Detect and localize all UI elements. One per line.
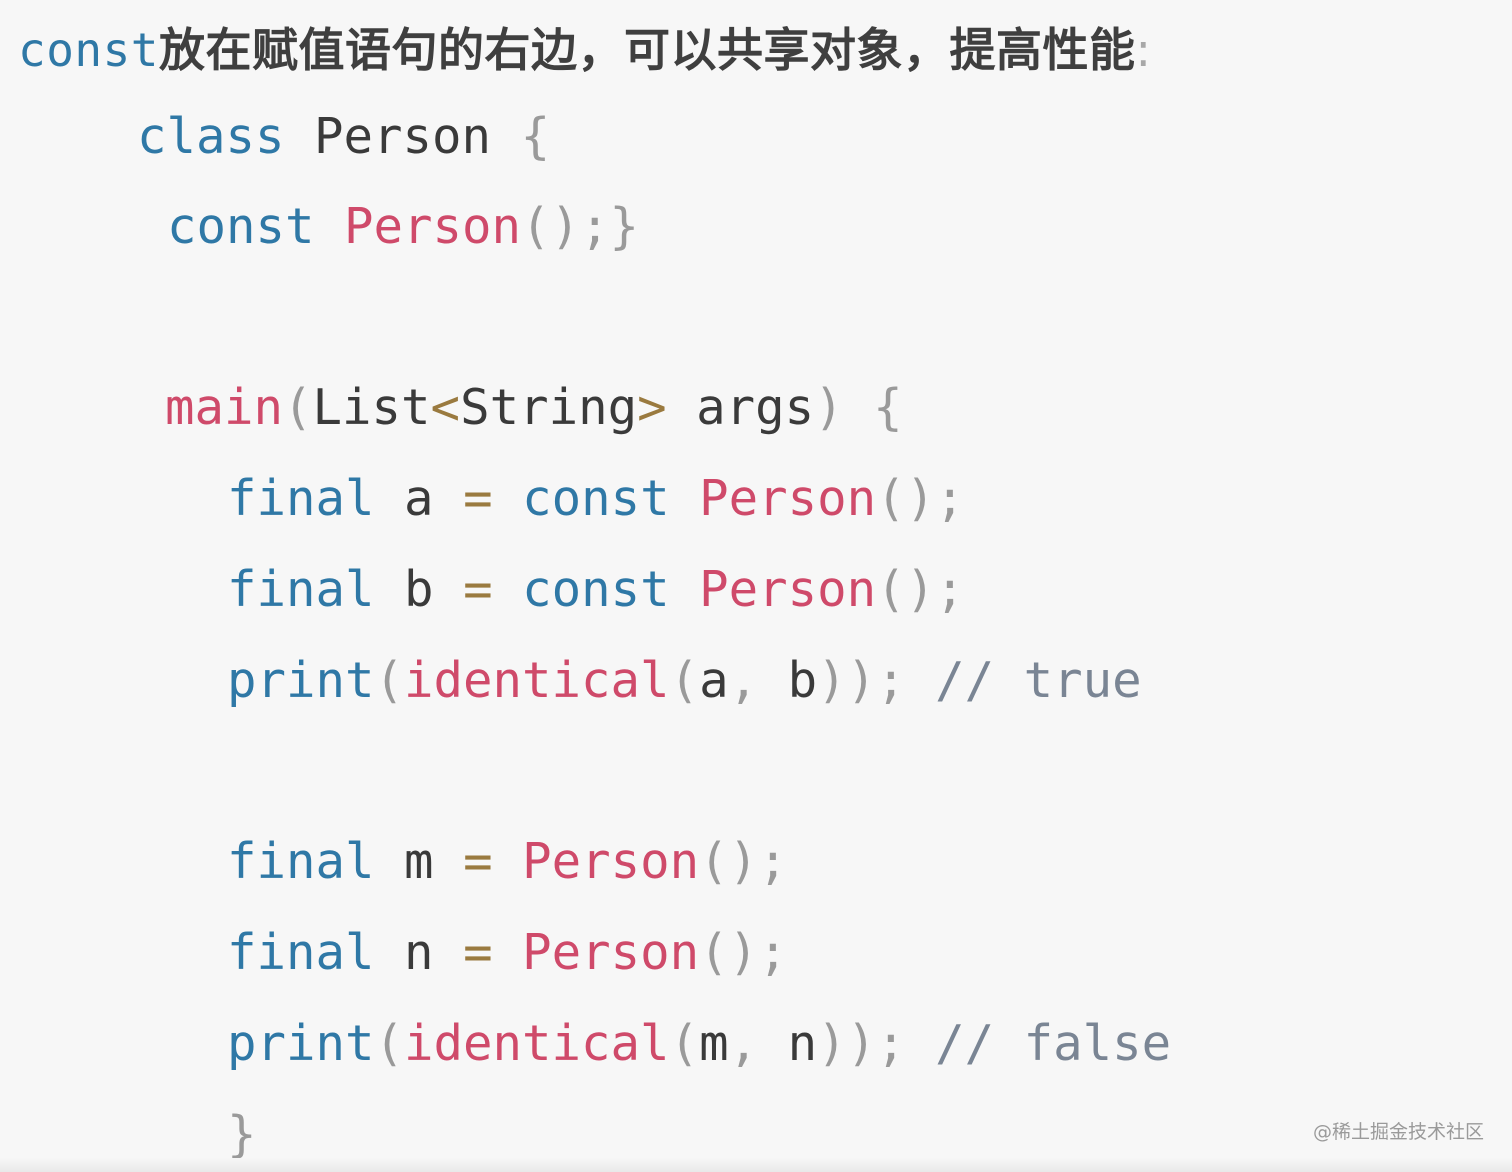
code-token: final — [227, 924, 375, 981]
code-line: class Person { — [137, 107, 550, 167]
code-token: , — [728, 652, 759, 709]
code-token: a — [699, 652, 729, 709]
code-token: args — [696, 379, 815, 436]
code-token: (); — [876, 561, 965, 618]
code-token: main — [165, 379, 284, 436]
code-line: const Person();} — [167, 197, 639, 257]
code-token: a — [404, 470, 434, 527]
code-token: m — [699, 1015, 729, 1072]
code-token: List — [312, 379, 431, 436]
code-token — [375, 561, 405, 618]
code-token: { — [520, 108, 551, 165]
code-token — [667, 379, 697, 436]
code-token: final — [227, 470, 375, 527]
code-token — [434, 924, 464, 981]
code-token: ( — [669, 652, 700, 709]
code-line: main(List<String> args) { — [165, 378, 903, 438]
code-token: = — [463, 924, 493, 981]
code-token: = — [463, 470, 493, 527]
code-token: n — [787, 1015, 818, 1072]
code-token: (); — [699, 924, 788, 981]
code-token: identical — [404, 652, 670, 709]
code-token: identical — [404, 1015, 670, 1072]
code-token: m — [404, 833, 434, 890]
heading-keyword: const — [18, 23, 159, 77]
code-token: n — [404, 924, 434, 981]
code-token — [758, 1015, 788, 1072]
code-token: (); — [876, 470, 965, 527]
code-token: const — [522, 470, 670, 527]
code-line: print(identical(m, n)); // false — [227, 1014, 1171, 1074]
code-token: const — [167, 198, 315, 255]
code-token: b — [787, 652, 818, 709]
code-token: Person — [314, 108, 492, 165]
code-token — [285, 108, 315, 165]
code-token — [493, 470, 523, 527]
code-token: Person — [699, 470, 877, 527]
code-token — [758, 652, 788, 709]
code-token — [670, 561, 700, 618]
code-token: Person — [522, 924, 700, 981]
code-token: b — [404, 561, 434, 618]
code-token: final — [227, 833, 375, 890]
code-token: )); — [817, 652, 906, 709]
code-token: class — [137, 108, 285, 165]
code-token: // false — [935, 1015, 1172, 1072]
code-token — [493, 561, 523, 618]
code-token — [315, 198, 345, 255]
code-token: ) — [814, 379, 844, 436]
code-token — [375, 924, 405, 981]
code-token: ( — [374, 652, 405, 709]
code-token: < — [430, 379, 461, 436]
code-token: final — [227, 561, 375, 618]
code-token: const — [522, 561, 670, 618]
code-token — [906, 652, 936, 709]
code-token: Person — [699, 561, 877, 618]
code-line: final b = const Person(); — [227, 560, 965, 620]
code-token: = — [463, 561, 493, 618]
code-token: = — [463, 833, 493, 890]
code-token: // true — [935, 652, 1142, 709]
bottom-edge — [0, 1158, 1512, 1172]
heading-colon: : — [1135, 23, 1152, 77]
code-token — [493, 833, 523, 890]
code-token: , — [728, 1015, 759, 1072]
code-token: Person — [344, 198, 522, 255]
code-token — [670, 470, 700, 527]
code-token: print — [227, 652, 375, 709]
code-line: final m = Person(); — [227, 832, 788, 892]
code-token — [375, 833, 405, 890]
code-token: print — [227, 1015, 375, 1072]
code-token — [906, 1015, 936, 1072]
code-token — [375, 470, 405, 527]
code-token — [434, 561, 464, 618]
code-token: } — [227, 1106, 257, 1163]
code-token: (); — [699, 833, 788, 890]
code-token: String — [460, 379, 638, 436]
code-token — [491, 108, 521, 165]
code-line: print(identical(a, b)); // true — [227, 651, 1142, 711]
code-line: final a = const Person(); — [227, 469, 965, 529]
code-line: final n = Person(); — [227, 923, 788, 983]
code-token — [434, 470, 464, 527]
code-token: > — [637, 379, 667, 436]
code-token: ( — [669, 1015, 700, 1072]
code-token: Person — [522, 833, 700, 890]
code-token — [434, 833, 464, 890]
code-token: ( — [283, 379, 313, 436]
watermark: @稀土掘金技术社区 — [1312, 1121, 1484, 1143]
code-token — [844, 379, 874, 436]
heading-text: 放在赋值语句的右边，可以共享对象，提高性能 — [158, 23, 1136, 77]
code-line: } — [227, 1105, 257, 1165]
code-token: ( — [374, 1015, 405, 1072]
heading: const放在赋值语句的右边，可以共享对象，提高性能: — [18, 14, 1151, 80]
code-token: ();} — [521, 198, 640, 255]
code-token — [493, 924, 523, 981]
code-token: )); — [817, 1015, 906, 1072]
code-token: { — [873, 379, 903, 436]
